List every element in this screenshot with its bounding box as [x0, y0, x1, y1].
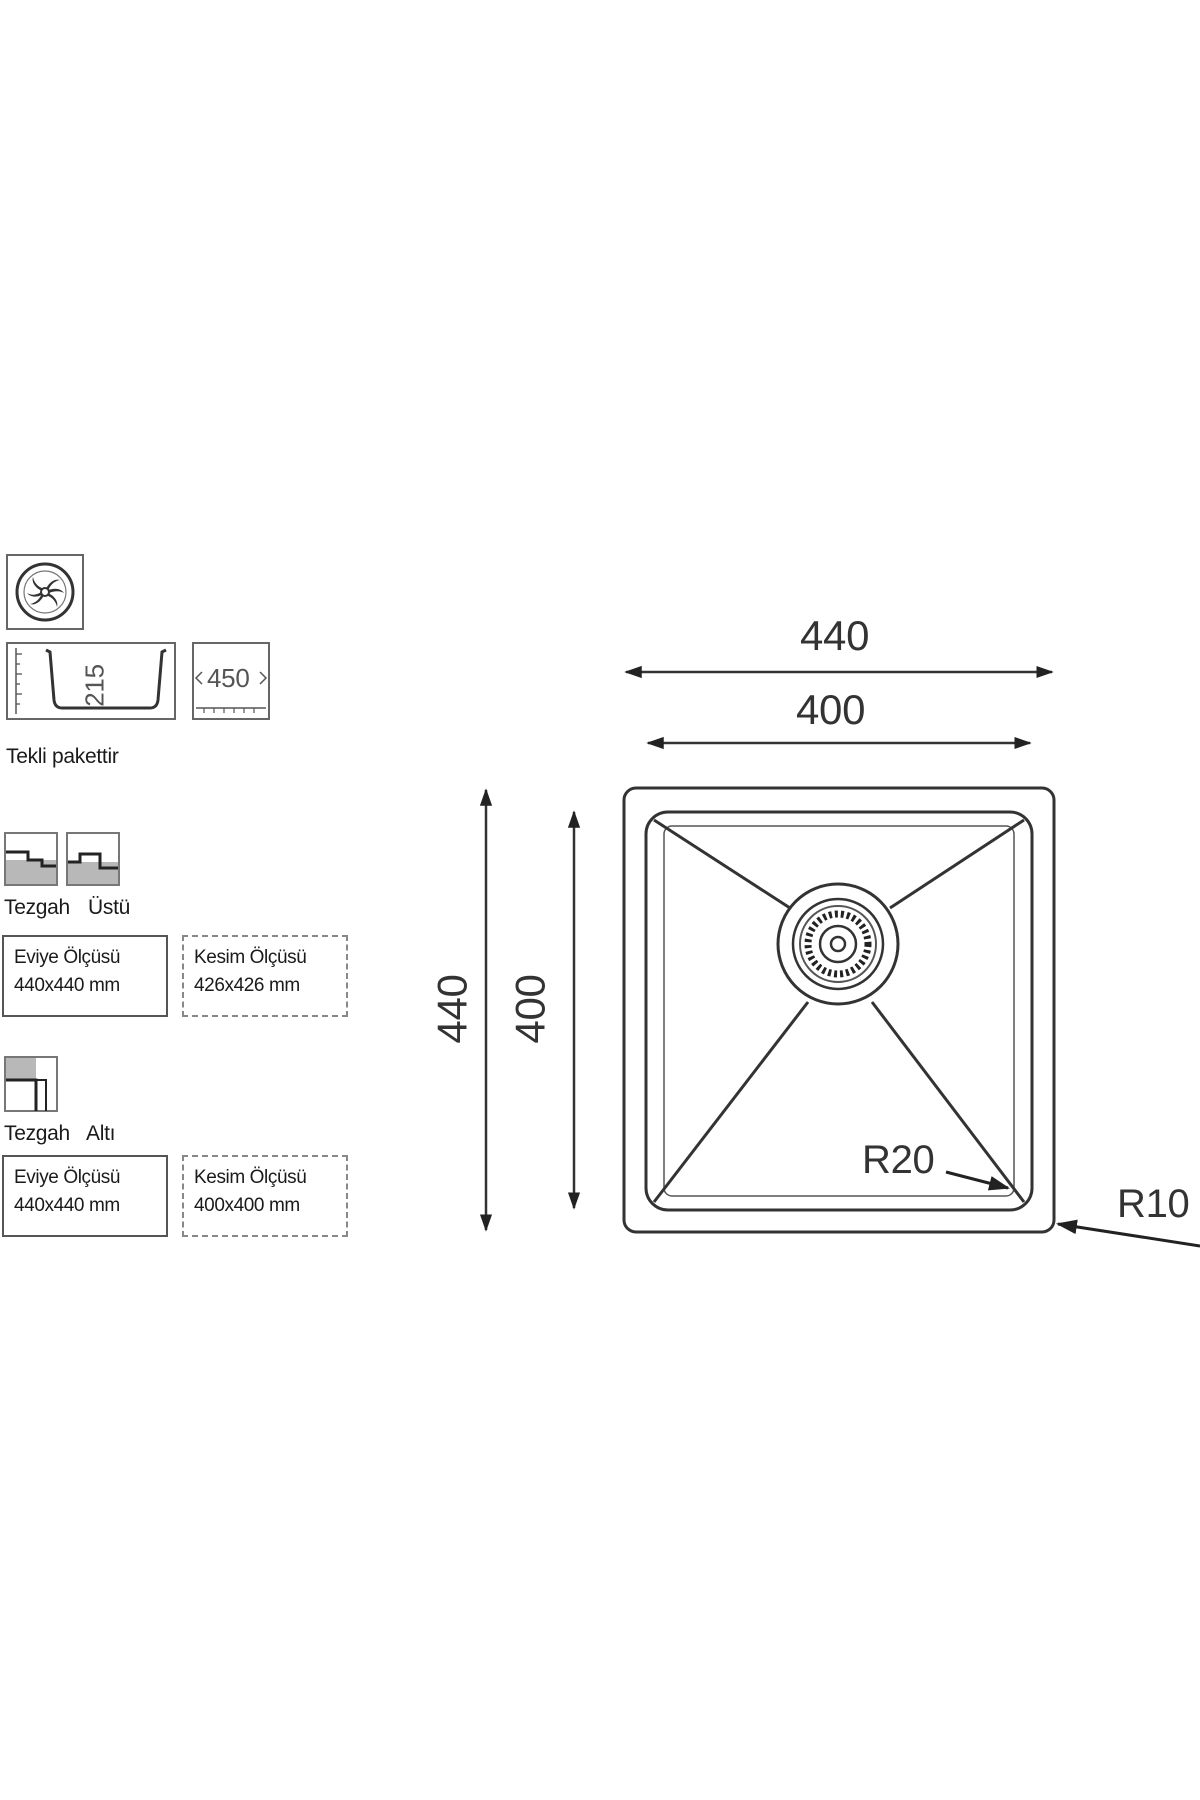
outer-radius-label: R10: [1117, 1182, 1190, 1226]
cut-size-label: Kesim Ölçüsü: [194, 947, 307, 968]
inner-radius-leader: [945, 1170, 1011, 1191]
inner-width-label: 400: [796, 686, 866, 733]
outer-radius-leader: [1055, 1219, 1200, 1248]
sink-inner-bowl: [644, 810, 1034, 1212]
cabinet-width-icon: [192, 642, 270, 720]
depth-profile-icon: [6, 642, 176, 720]
inner-height-label: 400: [506, 974, 554, 1044]
under-counter-label-b: Altı: [86, 1122, 116, 1145]
cut-size-value: 400x400 mm: [194, 1195, 300, 1216]
sink-size-value: 440x440 mm: [14, 975, 120, 996]
drain-fitting: [776, 882, 900, 1006]
cut-size-value: 426x426 mm: [194, 975, 300, 996]
bowl-slope-lines: [652, 818, 1026, 1203]
over-counter-label-a: Tezgah: [4, 896, 70, 919]
under-counter-mount-icon: [4, 1056, 58, 1112]
sink-size-value: 440x440 mm: [14, 1195, 120, 1216]
inner-radius-label: R20: [862, 1138, 935, 1182]
under-counter-label-a: Tezgah: [4, 1122, 70, 1145]
cut-size-label: Kesim Ölçüsü: [194, 1167, 307, 1188]
under-counter-sink-size-box: Eviye Ölçüsü 440x440 mm: [2, 1155, 168, 1237]
over-counter-sink-size-box: Eviye Ölçüsü 440x440 mm: [2, 935, 168, 1017]
over-counter-mount-icon-alt: [66, 832, 120, 886]
pack-note: Tekli pakettir: [6, 745, 119, 768]
sink-size-label: Eviye Ölçüsü: [14, 1167, 121, 1188]
outer-width-label: 440: [800, 612, 870, 659]
sink-floor-edge: [663, 825, 1015, 1197]
over-counter-mount-icon: [4, 832, 58, 886]
under-counter-cut-size-box: Kesim Ölçüsü 400x400 mm: [182, 1155, 348, 1237]
drain-swirl-icon: [6, 554, 84, 630]
over-counter-label-b: Üstü: [88, 896, 130, 919]
cabinet-width-value: 450: [207, 663, 250, 693]
outer-height-label: 440: [428, 974, 476, 1044]
sink-size-label: Eviye Ölçüsü: [14, 947, 121, 968]
over-counter-cut-size-box: Kesim Ölçüsü 426x426 mm: [182, 935, 348, 1017]
